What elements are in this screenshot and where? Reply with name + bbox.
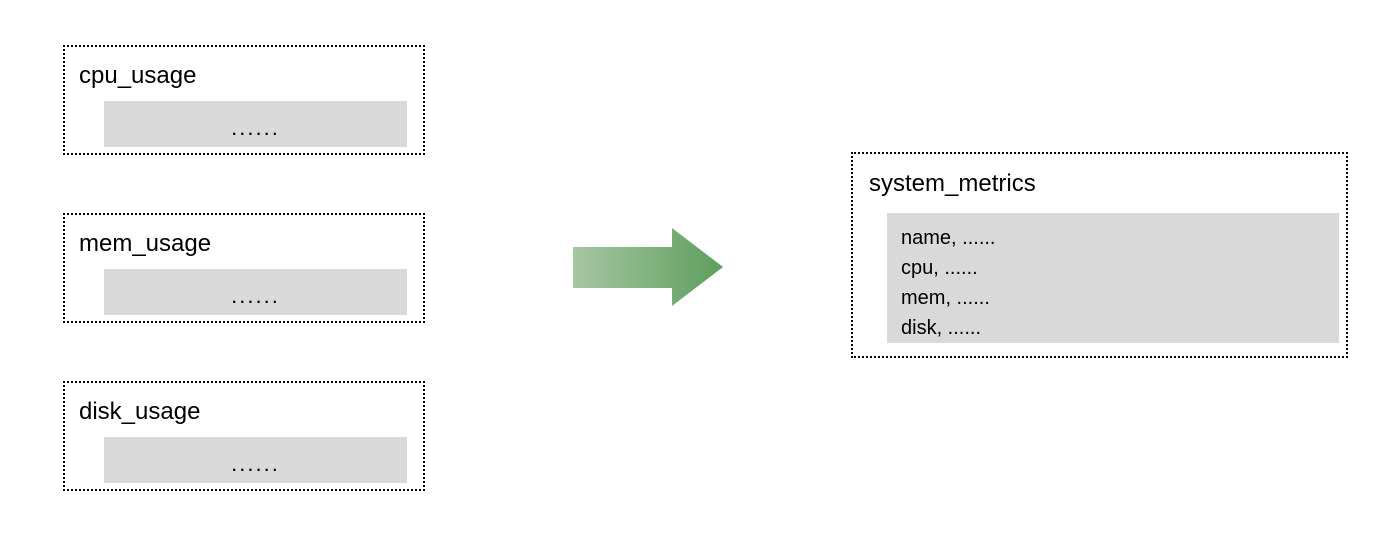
field-row-disk: disk, ......: [901, 317, 982, 339]
ellipsis-placeholder: ......: [231, 283, 280, 308]
entity-title-system-metrics: system_metrics: [869, 170, 1036, 197]
entity-box-disk-usage[interactable]: disk_usage ......: [63, 381, 425, 491]
entity-box-system-metrics[interactable]: system_metrics name, ...... cpu, ...... …: [851, 152, 1348, 358]
ellipsis-placeholder: ......: [231, 115, 280, 140]
entity-panel-disk-usage: ......: [104, 437, 407, 483]
entity-box-mem-usage[interactable]: mem_usage ......: [63, 213, 425, 323]
entity-panel-system-metrics: name, ...... cpu, ...... mem, ...... dis…: [887, 213, 1339, 343]
entity-title-mem-usage: mem_usage: [79, 230, 212, 257]
entity-box-cpu-usage[interactable]: cpu_usage ......: [63, 45, 425, 155]
field-row-cpu: cpu, ......: [901, 257, 978, 279]
ellipsis-placeholder: ......: [231, 451, 280, 476]
field-row-name: name, ......: [901, 227, 996, 249]
entity-panel-cpu-usage: ......: [104, 101, 407, 147]
arrow-right-icon: [573, 228, 723, 306]
entity-panel-mem-usage: ......: [104, 269, 407, 315]
field-row-mem: mem, ......: [901, 287, 990, 309]
entity-title-cpu-usage: cpu_usage: [79, 62, 197, 89]
entity-title-disk-usage: disk_usage: [79, 398, 201, 425]
